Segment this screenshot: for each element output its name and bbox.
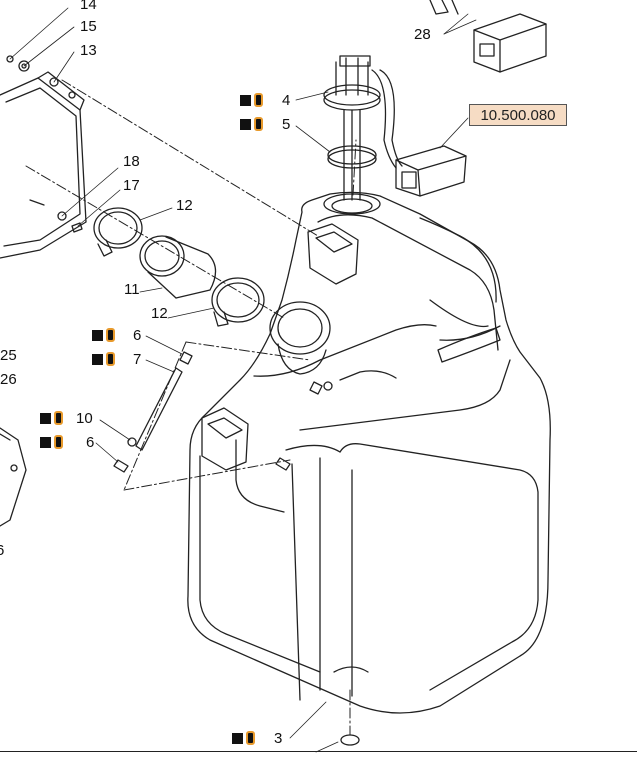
marker-pill: [54, 435, 63, 449]
callout-marker-6a: [92, 328, 115, 342]
callout-18[interactable]: 18: [123, 153, 140, 170]
callout-marker-10: [40, 411, 63, 425]
callout-marker-3: [232, 731, 255, 745]
marker-pill: [254, 117, 263, 131]
assembly-line: [61, 79, 319, 237]
assembly-line: [123, 459, 291, 491]
callout-26[interactable]: 26: [0, 371, 17, 388]
callout-3[interactable]: 3: [274, 730, 283, 747]
reference-box-10-500-080[interactable]: 10.500.080: [469, 104, 567, 126]
callout-10[interactable]: 10: [76, 410, 93, 427]
marker-square: [40, 412, 51, 424]
callout-6-edge[interactable]: 6: [0, 542, 5, 559]
callout-4[interactable]: 4: [282, 92, 291, 109]
callout-7[interactable]: 7: [133, 351, 142, 368]
marker-square: [240, 94, 251, 106]
breather-rod: [95, 335, 193, 473]
callout-6-upper[interactable]: 6: [133, 327, 142, 344]
callout-28[interactable]: 28: [414, 26, 431, 43]
marker-square: [232, 732, 243, 744]
heat-shield-bracket: [0, 71, 87, 259]
marker-square: [92, 353, 103, 365]
marker-pill: [246, 731, 255, 745]
marker-pill: [254, 93, 263, 107]
hose-clamp-lower: [167, 277, 265, 327]
mounting-bracket-left: [0, 427, 27, 527]
callout-6-lower[interactable]: 6: [86, 434, 95, 451]
callout-25[interactable]: 25: [0, 347, 17, 364]
callout-marker-5: [240, 117, 263, 131]
connector-assembly-28: [429, 0, 547, 73]
wiring-connector: [395, 117, 469, 197]
hose-sleeve: [139, 235, 217, 299]
marker-square: [240, 118, 251, 130]
marker-square: [92, 329, 103, 341]
assembly-line: [123, 341, 187, 491]
callout-15[interactable]: 15: [80, 18, 97, 35]
marker-square: [40, 436, 51, 448]
callout-12-lower[interactable]: 12: [151, 305, 168, 322]
callout-11[interactable]: 11: [124, 281, 140, 298]
assembly-line: [185, 341, 311, 361]
fuel-tank: [187, 191, 551, 753]
callout-marker-7: [92, 352, 115, 366]
marker-pill: [54, 411, 63, 425]
callout-marker-6b: [40, 435, 63, 449]
callout-13[interactable]: 13: [80, 42, 97, 59]
callout-marker-4: [240, 93, 263, 107]
marker-pill: [106, 328, 115, 342]
bolt-parts: [57, 167, 121, 233]
fuel-level-sender: [295, 55, 403, 201]
callout-14[interactable]: 14: [80, 0, 97, 13]
marker-pill: [106, 352, 115, 366]
callout-17[interactable]: 17: [123, 177, 140, 194]
callout-5[interactable]: 5: [282, 116, 291, 133]
hose-clamp-upper: [93, 207, 173, 257]
assembly-lines: [25, 79, 357, 736]
screw-washer-parts: [6, 7, 75, 83]
callout-12-upper[interactable]: 12: [176, 197, 193, 214]
bottom-rule: [0, 751, 637, 752]
